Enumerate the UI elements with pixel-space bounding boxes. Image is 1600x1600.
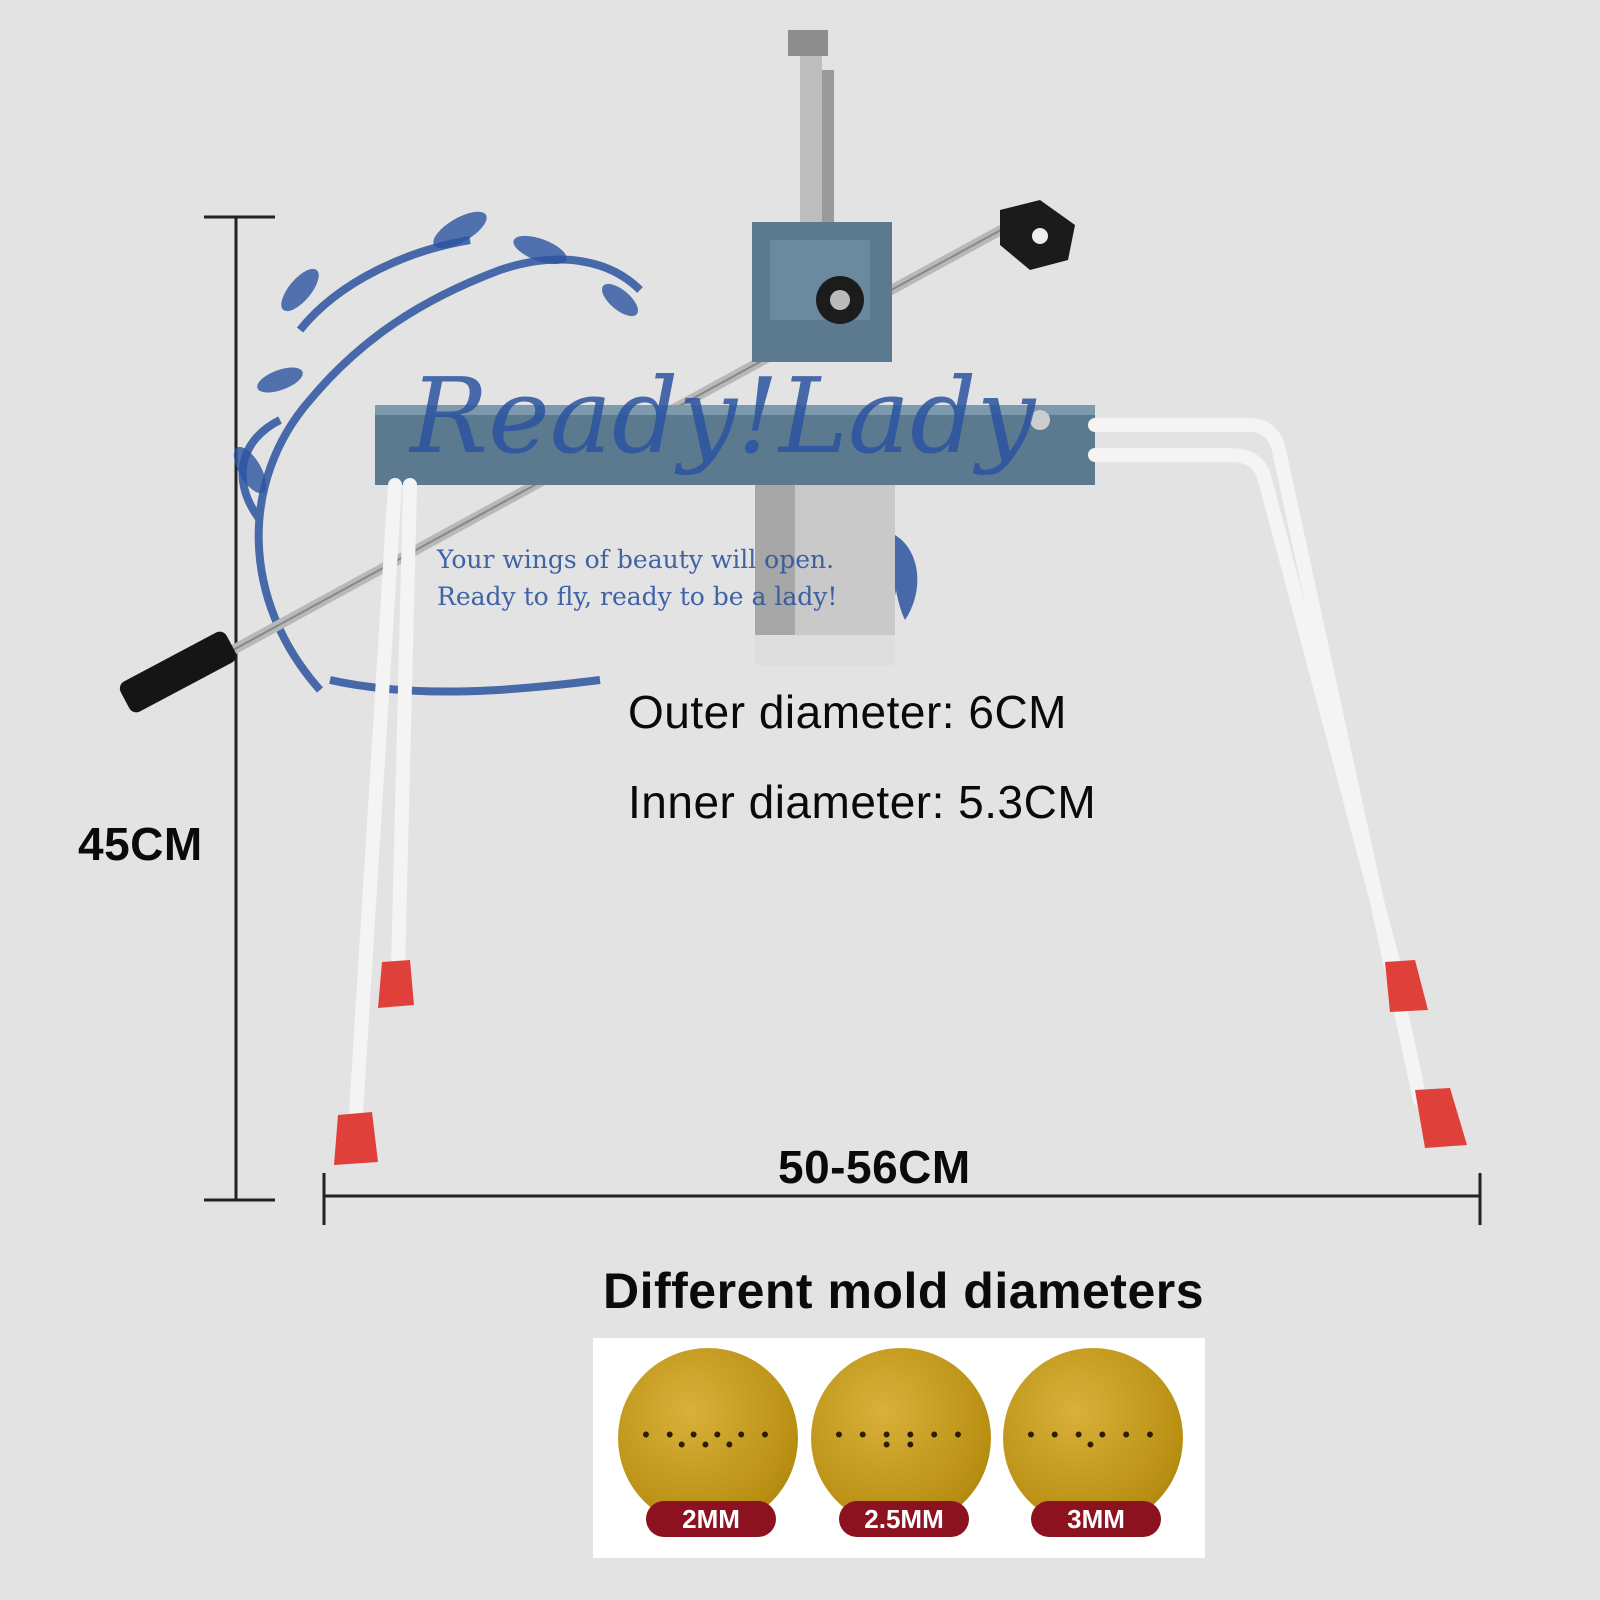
mold-disc-2mm: • • • • • • • • • 2MM [618,1348,803,1548]
left-legs [348,478,417,1137]
gear-housing [752,222,892,362]
mold-size-badge: 2MM [646,1501,776,1537]
height-dimension-label: 45CM [78,818,203,870]
mold-plate [811,1348,991,1528]
width-dimension-line [322,1173,1482,1225]
mold-holes: • • • • • • • • [835,1422,967,1457]
width-dimension-label: 50-56CM [778,1141,971,1193]
watermark-tagline-1: Your wings of beauty will open. [437,545,835,574]
mold-plate [618,1348,798,1528]
watermark-tagline-2: Ready to fly, ready to be a lady! [437,582,838,611]
floral-leaves [233,211,639,494]
rack-shaft [788,30,834,245]
mold-disc-3mm: • • • • • • • 3MM [1003,1348,1188,1548]
mold-disc-2-5mm: • • • • • • • • 2.5MM [811,1348,996,1548]
inner-diameter-label: Inner diameter: 5.3CM [628,776,1097,828]
mold-plate [1003,1348,1183,1528]
mold-holes: • • • • • • • • • [642,1422,774,1457]
red-leg-caps [334,960,1467,1165]
mold-size-badge: 2.5MM [839,1501,969,1537]
mold-holes: • • • • • • • [1027,1422,1159,1457]
height-dimension-line [204,215,275,1202]
extrusion-barrel [755,485,895,665]
right-legs [1088,418,1427,1107]
mold-size-badge: 3MM [1031,1501,1161,1537]
watermark-brand: Ready!Lady [410,355,1036,477]
molds-title: Different mold diameters [603,1263,1205,1319]
mold-panel: • • • • • • • • • 2MM • • • • • • • • 2.… [593,1338,1205,1558]
outer-diameter-label: Outer diameter: 6CM [628,686,1067,738]
crossbar-frame [375,405,1095,485]
